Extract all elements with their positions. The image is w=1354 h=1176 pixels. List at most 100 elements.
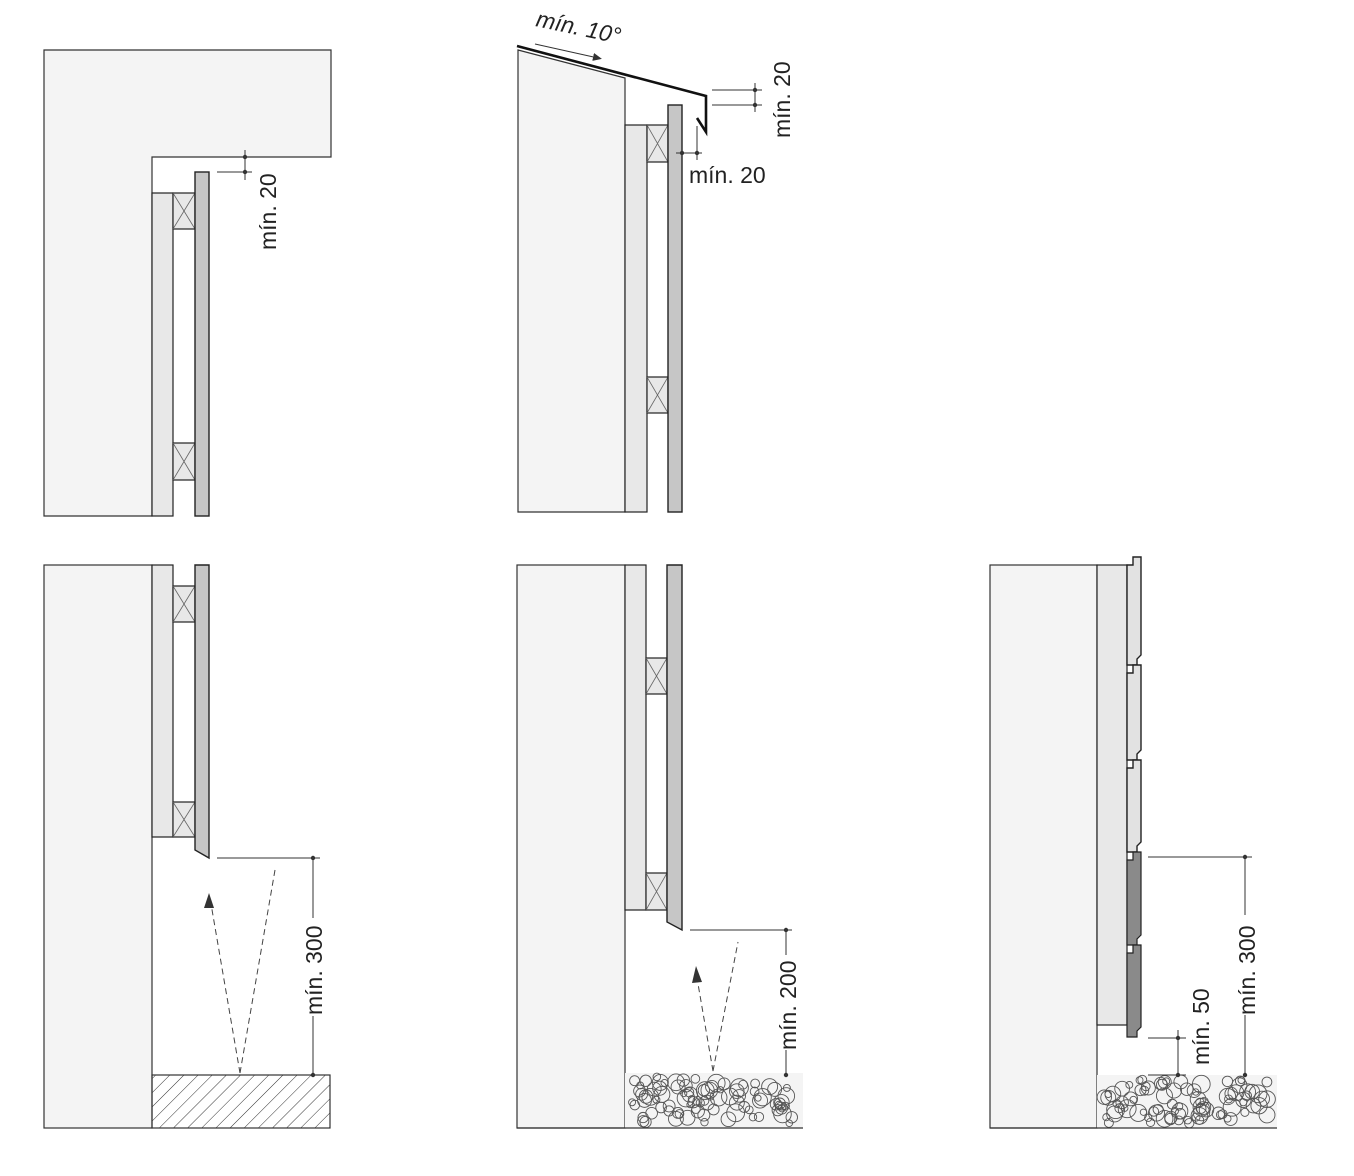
gravel-stone [684,1087,695,1098]
gravel-stone [1239,1083,1256,1101]
gravel-stone [1189,1091,1207,1108]
gravel-stone [748,1112,758,1122]
gravel-stone [1211,1106,1226,1121]
cladding-board [1126,851,1142,946]
gravel-stone [1114,1080,1130,1097]
gravel-stone [1190,1107,1209,1125]
cladding-board [667,104,683,513]
detail-top-under-overhang: mín. 20 [43,49,332,517]
batten [646,124,669,163]
gravel-bed [1096,1074,1277,1129]
gravel-stone [707,1103,720,1116]
gravel-stone [692,1096,703,1106]
detail-base-over-hard-ground: mín. 300 [43,564,331,1129]
dimension-label: mín. 50 [1188,988,1214,1065]
arrow-icon [204,893,214,908]
cladding-board [1126,944,1142,1038]
cladding-board [1126,664,1142,761]
dimension-clearance: mín. 300 [1148,854,1260,1078]
gravel-stone [716,1086,724,1094]
gravel-stone [637,1111,649,1124]
cladding-board [1126,556,1142,666]
hard-ground [151,1074,331,1129]
dimension-label: mín. 300 [301,926,327,1016]
gravel-stone [753,1088,772,1107]
arrow-icon [692,966,702,983]
gravel-stone [1186,1083,1202,1098]
detail-top-with-flashing: mín. 10° mín. 20 mín. 20 [516,5,795,513]
gravel-stone [1224,1094,1234,1104]
gravel-stone [674,1109,685,1119]
cladding-board [1126,759,1142,853]
gravel-stone [1174,1102,1184,1111]
gravel-stone [1180,1082,1194,1096]
gravel-stone [1261,1076,1273,1088]
gravel-stone [1100,1089,1117,1106]
gravel-stone [773,1097,786,1110]
dimension-gravel-gap: mín. 50 [1148,988,1214,1078]
gravel-stone [732,1089,746,1103]
gravel-stone [1106,1105,1124,1123]
gravel-stone [691,1104,701,1114]
gravel-stone [676,1073,690,1087]
insulation-board [1096,564,1128,1026]
gravel-stone [652,1072,662,1082]
gravel-stone [1155,1110,1174,1128]
gravel-stone [1139,1085,1150,1096]
wall [517,49,626,513]
batten [646,376,669,414]
gravel-stone [1135,1076,1144,1085]
dimension-gap: mín. 20 [217,150,281,250]
gravel-stone [1231,1077,1248,1094]
gravel-stone [1258,1106,1276,1124]
gravel-stone [641,1088,660,1106]
gravel-stone [781,1101,790,1111]
gravel-stone [1174,1108,1186,1120]
gravel-stone [1192,1103,1211,1122]
insulation-board [151,192,174,517]
dimension-label: mín. 20 [769,61,795,138]
wall [989,564,1098,1129]
gravel-stone [663,1105,675,1117]
gravel-stone [728,1094,745,1111]
detail-base-tongue-groove: mín. 300 mín. 50 [989,556,1277,1129]
gravel-stone [653,1085,671,1103]
gravel-stone [1148,1106,1160,1117]
gravel-stone [1224,1086,1238,1101]
gravel-stone [628,1098,637,1107]
dimension-clearance: mín. 200 [690,927,801,1078]
cladding-board [194,171,210,517]
gravel-stone [1195,1097,1205,1107]
gravel-stone [660,1078,669,1087]
gravel-stone [785,1111,798,1124]
gravel-stone [698,1094,715,1111]
gravel-stone [752,1092,768,1109]
batten [172,801,196,838]
gravel-stone [662,1099,676,1113]
gravel-stone [1152,1103,1164,1115]
gravel-stone [1237,1076,1246,1085]
gravel-stone [1120,1104,1129,1112]
batten [172,585,196,623]
cladding-board [194,564,210,860]
dimension-clearance: mín. 300 [217,855,327,1078]
dimension-label: mín. 300 [1234,926,1260,1016]
flashing [516,44,708,137]
dimension-label: mín. 200 [775,961,801,1051]
gravel-stone [773,1094,790,1111]
gravel-stone [687,1095,696,1103]
gravel-stone [750,1078,760,1089]
gravel-stone [720,1111,737,1128]
batten [172,442,196,481]
batten [645,657,668,695]
gravel-stone [1140,1080,1156,1096]
wall [516,564,626,1129]
gravel-stone [709,1088,728,1107]
gravel-stone [1192,1088,1200,1096]
gravel-stone [1129,1103,1148,1122]
gravel-stone [754,1094,762,1102]
gravel-stone [1134,1084,1147,1097]
dimension-gap: mín. 20 [676,126,766,188]
gravel-stone [707,1073,726,1093]
